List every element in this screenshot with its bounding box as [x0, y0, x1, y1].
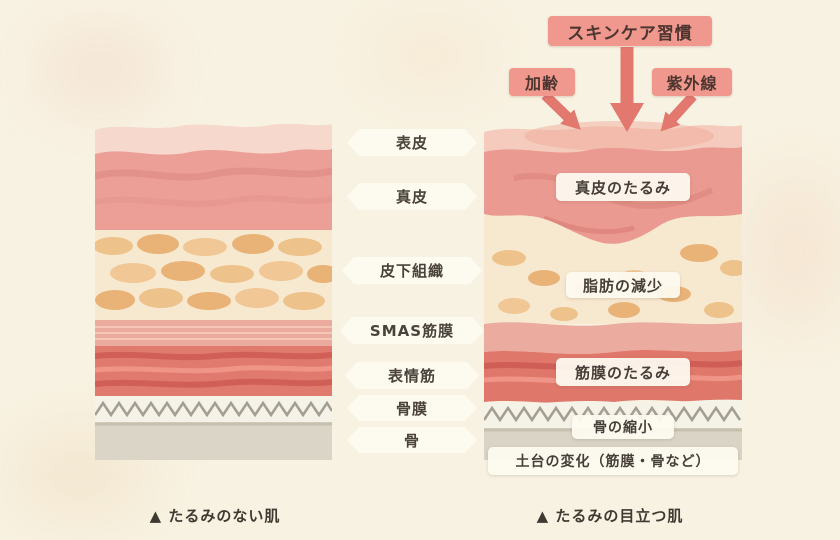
layer-label-smas: SMAS筋膜	[340, 317, 484, 344]
uv-label: 紫外線	[652, 68, 732, 96]
skincare-habit-label: スキンケア習慣	[548, 16, 712, 46]
layer-label-text: 骨膜	[395, 399, 428, 418]
layer-label-bone: 骨	[347, 427, 477, 453]
skincare-habit-text: スキンケア習慣	[567, 23, 693, 44]
caption-right-text: ▲ たるみの目立つ肌	[536, 507, 684, 525]
caption-left: ▲ たるみのない肌	[110, 505, 320, 526]
layer-label-periosteum: 骨膜	[347, 395, 477, 421]
layer-label-text: 皮下組織	[379, 262, 444, 280]
annotation-text: 真皮のたるみ	[574, 178, 671, 197]
aging-text: 加齢	[524, 74, 559, 93]
annotation-text: 筋膜のたるみ	[574, 363, 671, 382]
skin-layers-left-illustration	[95, 123, 332, 460]
layer-label-text: 表皮	[395, 134, 428, 152]
annotation-text: 脂肪の減少	[582, 276, 663, 295]
annotation-fascia-sag: 筋膜のたるみ	[556, 358, 690, 386]
watercolor-tint	[740, 170, 840, 330]
layer-label-dermis: 真皮	[347, 183, 477, 210]
layer-label-text: 骨	[403, 431, 420, 450]
layer-label-text: 表情筋	[387, 367, 436, 385]
aging-label: 加齢	[509, 68, 575, 96]
caption-right: ▲ たるみの目立つ肌	[480, 505, 740, 526]
layer-label-text: 真皮	[395, 188, 428, 206]
uv-text: 紫外線	[666, 74, 718, 93]
layer-label-text: SMAS筋膜	[369, 322, 455, 340]
skin-diagram-left	[95, 118, 332, 460]
annotation-text: 土台の変化（筋膜・骨など）	[515, 454, 711, 470]
annotation-bone-shrink: 骨の縮小	[572, 415, 674, 439]
annotation-fat-loss: 脂肪の減少	[566, 272, 680, 298]
caption-left-text: ▲ たるみのない肌	[149, 507, 281, 525]
watercolor-tint	[40, 30, 160, 110]
layer-label-epidermis: 表皮	[347, 129, 477, 156]
annotation-dermis-sag: 真皮のたるみ	[556, 173, 690, 201]
layer-label-subcutaneous: 皮下組織	[342, 257, 482, 284]
watercolor-tint	[370, 20, 490, 90]
layer-label-muscle: 表情筋	[345, 362, 479, 389]
annotation-foundation-change: 土台の変化（筋膜・骨など）	[488, 447, 738, 475]
annotation-text: 骨の縮小	[593, 420, 653, 436]
